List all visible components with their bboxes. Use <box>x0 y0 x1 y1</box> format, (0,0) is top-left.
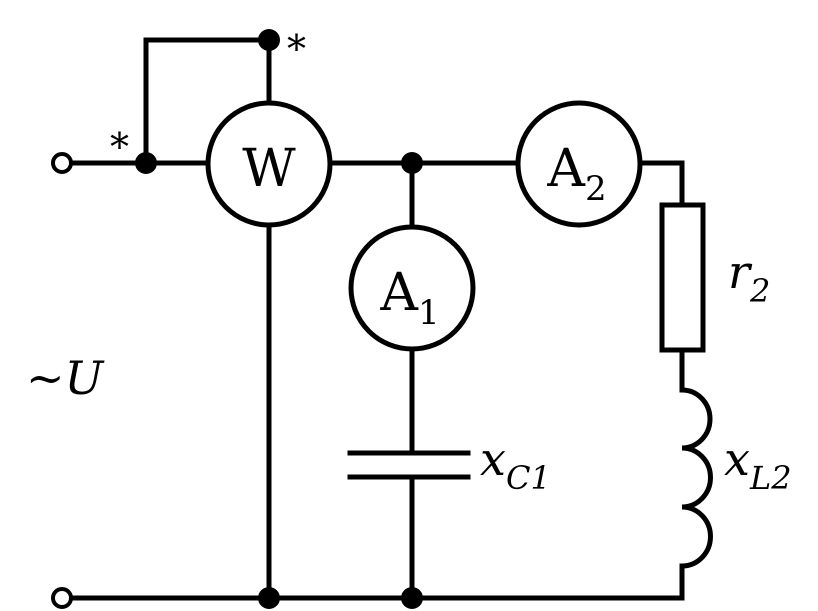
resistor-label: r2 <box>728 245 770 310</box>
ammeter-a1-symbol: A <box>379 263 419 323</box>
node-bottom-w <box>258 587 280 609</box>
resistor <box>659 202 706 353</box>
ammeter-a1: A1 <box>348 224 476 352</box>
wattmeter: W <box>205 100 333 228</box>
terminal-top <box>51 152 73 174</box>
ammeter-a2-symbol: A <box>546 139 586 199</box>
capacitor <box>347 450 471 480</box>
resistor-symbol: r <box>728 245 753 299</box>
wattmeter-symbol: W <box>242 139 296 199</box>
wire-voltage-loop <box>143 37 272 166</box>
wire-a2-to-resistor <box>638 160 685 208</box>
node-bottom-cap <box>401 587 423 609</box>
ammeter-a2-label: A2 <box>546 139 606 209</box>
capacitor-label: xC1 <box>480 432 551 497</box>
node-input-split <box>135 152 157 174</box>
ammeter-a2-index: 2 <box>585 169 607 209</box>
ammeter-a2: A2 <box>515 100 643 228</box>
resistor-index: 2 <box>749 272 770 310</box>
inductor-index: L2 <box>749 459 792 497</box>
capacitor-index: C1 <box>506 459 551 497</box>
wire-inductor-to-bottom <box>67 563 685 601</box>
capacitor-symbol: x <box>480 432 506 486</box>
junction-nodes <box>135 29 423 609</box>
inductor-symbol: x <box>724 432 750 486</box>
inductor-label: xL2 <box>724 432 792 497</box>
node-branch-top <box>401 152 423 174</box>
inductor <box>679 387 713 569</box>
polarity-marker-current: * <box>110 125 129 169</box>
node-voltage-coil <box>258 29 280 51</box>
ammeter-a1-label: A1 <box>379 263 439 333</box>
polarity-marker-voltage: * <box>287 27 306 71</box>
ammeter-a1-index: 1 <box>418 293 440 333</box>
terminal-bottom <box>51 587 73 609</box>
source-label: ~U <box>26 351 106 405</box>
